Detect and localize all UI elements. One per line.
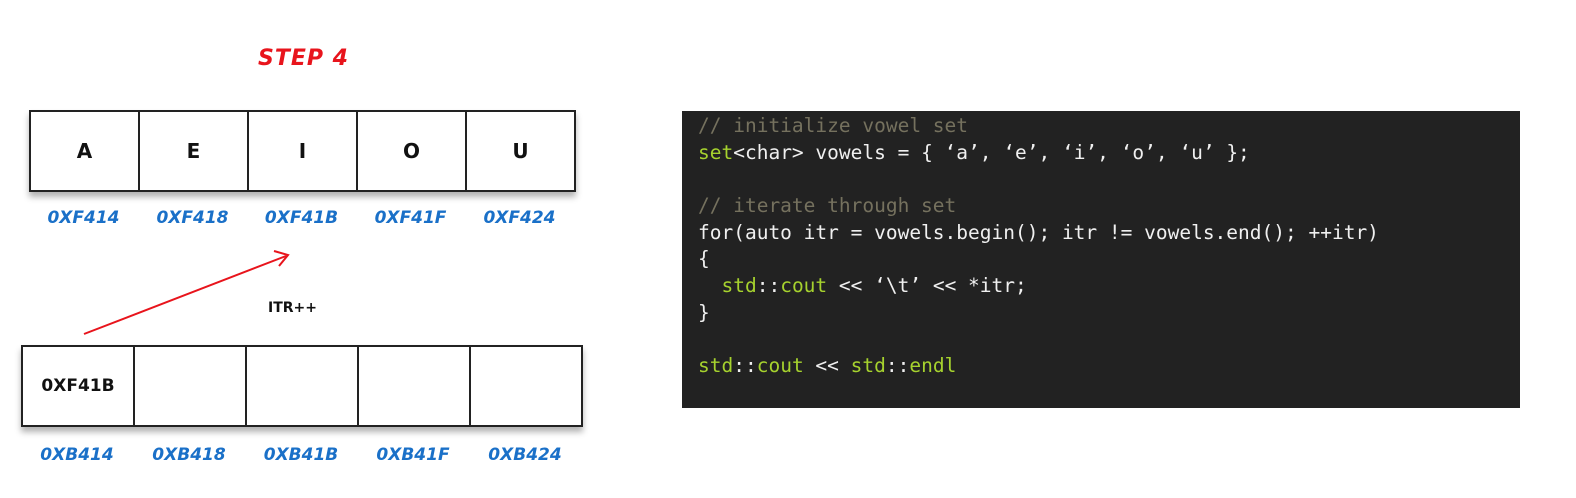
code-keyword: std [698,354,734,378]
code-block: // initialize vowel set set<char> vowels … [682,111,1520,408]
code-line [698,327,1520,354]
address-label: 0xB41B [263,445,339,465]
code-keyword: set [698,140,734,164]
address-label: 0xB414 [40,445,114,465]
code-line: std::cout << ‘\t’ << *itr; [698,273,1520,300]
array-cell [471,347,581,425]
array-cell: E [140,112,249,190]
code-text: :: [733,354,757,378]
code-text [698,274,721,297]
address-label: 0xF41F [374,208,447,228]
code-line: // iterate through set [698,193,1520,220]
code-comment: // iterate through set [698,194,957,218]
code-line: for(auto itr = vowels.begin(); itr != vo… [698,220,1520,247]
code-keyword: cout [780,274,828,298]
code-line: std::cout << std::endl [698,353,1520,380]
iterator-increment-label: itr++ [268,300,317,316]
array-cell: O [358,112,467,190]
code-text: << ‘\t’ << *itr; [827,274,1027,298]
code-keyword: endl [909,354,957,378]
iterator-memory-array: 0xF41B [21,345,583,427]
vowel-set-array: A E I O U [29,110,576,192]
code-keyword: cout [756,354,804,378]
code-line [698,166,1520,193]
code-line: set<char> vowels = { ‘a’, ‘e’, ‘i’, ‘o’,… [698,140,1520,167]
array-cell: A [31,112,140,190]
code-text: for(auto itr = vowels.begin(); itr != vo… [698,220,1379,244]
array-cell [247,347,359,425]
vowel-set-addresses: 0xF414 0xF418 0xF41B 0xF41F 0xF424 [29,208,574,228]
address-label: 0xB424 [488,445,562,465]
array-cell: I [249,112,358,190]
code-text: :: [756,274,781,298]
code-text: << [803,354,851,378]
code-text: :: [885,354,910,378]
array-cell [135,347,247,425]
code-keyword: std [850,354,886,378]
code-comment: // initialize vowel set [698,114,969,137]
code-text: <char> vowels = { ‘a’, ‘e’, ‘i’, ‘o’, ‘u… [733,140,1250,164]
address-label: 0xF41B [264,208,339,228]
code-keyword: std [721,274,757,298]
array-cell: 0xF41B [23,347,135,425]
address-label: 0xF414 [47,208,120,228]
code-line: { [698,246,1520,273]
code-line: } [698,300,1520,327]
address-label: 0xF418 [156,208,229,228]
code-line: // initialize vowel set [698,113,1520,140]
step-title: Step 4 [258,46,349,71]
iterator-memory-addresses: 0xB414 0xB418 0xB41B 0xB41F 0xB424 [21,445,581,465]
address-label: 0xB418 [152,445,226,465]
array-cell [359,347,471,425]
array-cell: U [512,139,529,163]
address-label: 0xF424 [483,208,556,228]
pointer-arrow [83,250,290,335]
code-text: } [698,300,710,324]
code-text: { [698,247,710,271]
address-label: 0xB41F [376,445,450,465]
